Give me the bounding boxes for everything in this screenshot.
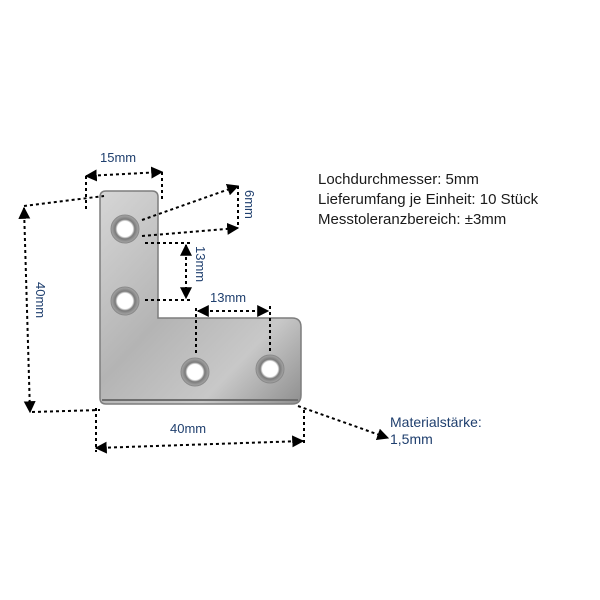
label-height: 40mm: [33, 282, 48, 318]
info-hole-diameter: Lochdurchmesser: 5mm: [318, 171, 479, 188]
label-width: 40mm: [170, 421, 206, 436]
label-hole-spacing-horizontal: 13mm: [210, 290, 246, 305]
dim-line-width: [94, 435, 305, 454]
dimension-lines: [18, 166, 390, 454]
hole-bottom-right: [255, 354, 285, 384]
product-info: Lochdurchmesser: 5mm Lieferumfang je Ein…: [318, 170, 538, 230]
material-label: Materialstärke:: [390, 414, 482, 430]
hole-top: [110, 214, 140, 244]
info-tolerance: Messtoleranzbereich: ±3mm: [318, 211, 507, 228]
hole-bottom-left: [180, 357, 210, 387]
hole-middle: [110, 286, 140, 316]
dim-line-top-width: [84, 166, 164, 182]
label-hole-spacing-vertical: 13mm: [193, 246, 208, 282]
mounting-holes: [110, 214, 285, 387]
dim-line-material: [297, 405, 390, 441]
bracket-plate: [99, 190, 302, 405]
label-hole-diameter: 6mm: [242, 190, 257, 219]
material-thickness: Materialstärke: 1,5mm: [390, 414, 482, 448]
dim-line-height: [18, 206, 36, 414]
material-value: 1,5mm: [390, 431, 433, 447]
label-top-width: 15mm: [100, 150, 136, 165]
info-delivery-quantity: Lieferumfang je Einheit: 10 Stück: [318, 191, 539, 208]
